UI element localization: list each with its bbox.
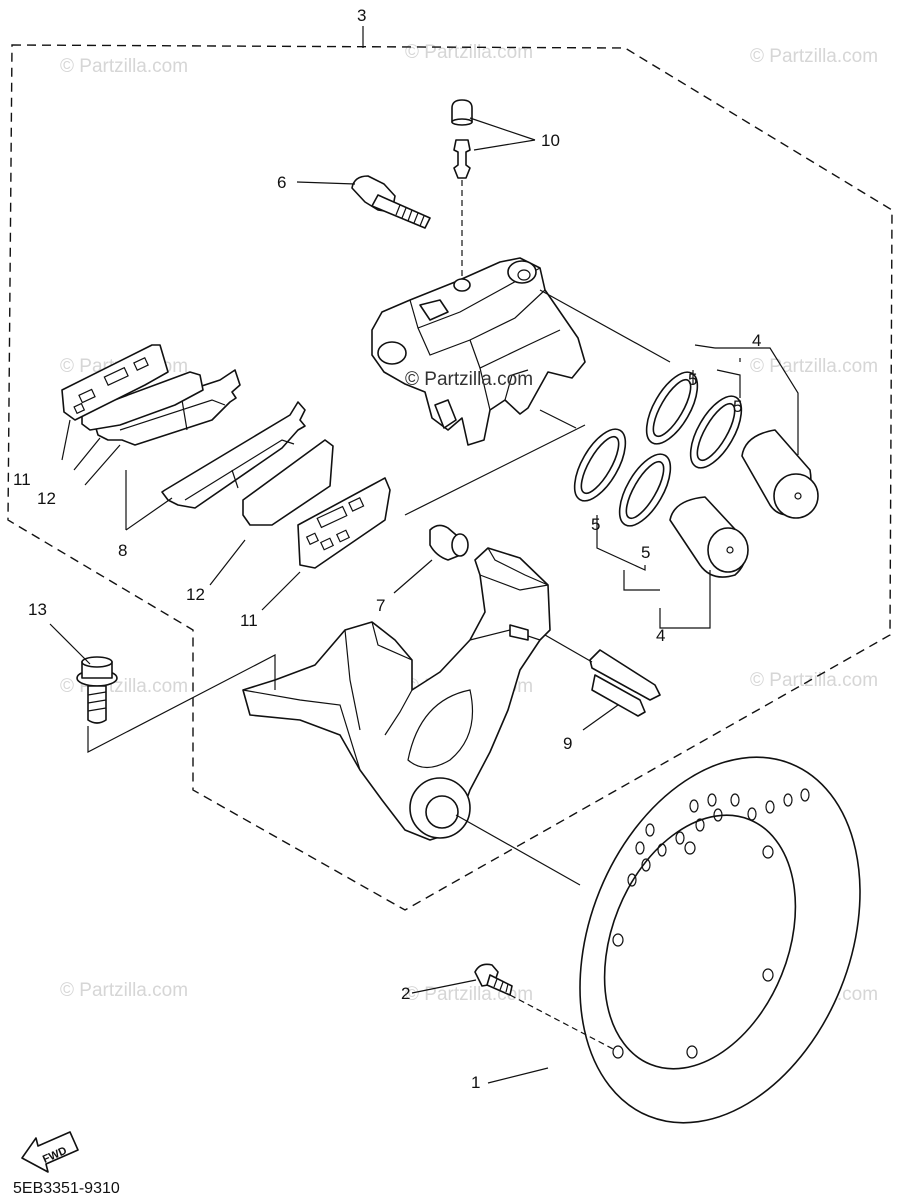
caliper-bracket xyxy=(242,547,551,841)
watermark-text: © Partzilla.com xyxy=(750,46,878,67)
callout-5-upper-right: 5 xyxy=(733,397,742,416)
bleed-screw-and-cap xyxy=(451,99,473,179)
caliper-bolt xyxy=(351,175,431,229)
callout-1: 1 xyxy=(471,1073,480,1092)
pad-spring xyxy=(589,649,661,717)
callout-11-right: 11 xyxy=(240,611,258,630)
callout-10: 10 xyxy=(541,131,560,150)
callout-6: 6 xyxy=(277,173,286,192)
callout-4-top: 4 xyxy=(752,331,761,350)
watermark-text: © Partzilla.com xyxy=(750,670,878,691)
leader-lines xyxy=(49,26,799,1084)
callout-11-left: 11 xyxy=(13,470,31,489)
caliper-body xyxy=(371,257,586,446)
watermark-text: © Partzilla.com xyxy=(405,984,533,1005)
watermark-text: © Partzilla.com xyxy=(405,42,533,63)
callout-2: 2 xyxy=(401,984,410,1003)
brake-pad-lower xyxy=(161,401,306,509)
pad-insulator-lower xyxy=(297,477,391,569)
pad-insulator-upper xyxy=(61,344,169,421)
callout-3: 3 xyxy=(357,6,366,25)
piston-upper xyxy=(741,429,819,519)
diagram-code: 5EB3351-9310 xyxy=(13,1180,120,1197)
callout-13: 13 xyxy=(28,600,47,619)
bracket-bolt xyxy=(76,656,118,724)
callout-5-lower-right: 5 xyxy=(641,543,650,562)
callout-5-lower-left: 5 xyxy=(591,515,600,534)
piston-seals xyxy=(573,371,743,527)
assembly-boundary xyxy=(7,44,893,911)
pad-shim-upper xyxy=(81,371,204,431)
watermark-text: © Partzilla.com xyxy=(750,356,878,377)
callout-labels: 3 10 6 4 5 5 5 5 4 11 12 8 12 11 7 13 9 … xyxy=(13,6,761,1092)
callout-12-right: 12 xyxy=(186,585,205,604)
watermark-text: © Partzilla.com xyxy=(60,56,188,77)
piston-lower xyxy=(669,496,749,578)
watermark-text: © Partzilla.com xyxy=(60,980,188,1001)
forward-arrow-icon: FWD xyxy=(21,1131,79,1173)
caliper-pin-boot xyxy=(429,524,469,561)
callout-12-left: 12 xyxy=(37,489,56,508)
brake-disc xyxy=(579,756,861,1124)
callout-8: 8 xyxy=(118,541,127,560)
callout-7: 7 xyxy=(376,596,385,615)
pad-shim-lower xyxy=(242,439,334,526)
callout-4-bottom: 4 xyxy=(656,626,665,645)
callout-9: 9 xyxy=(563,734,572,753)
watermark-center: © Partzilla.com xyxy=(405,369,533,390)
callout-5-upper-left: 5 xyxy=(688,370,697,389)
